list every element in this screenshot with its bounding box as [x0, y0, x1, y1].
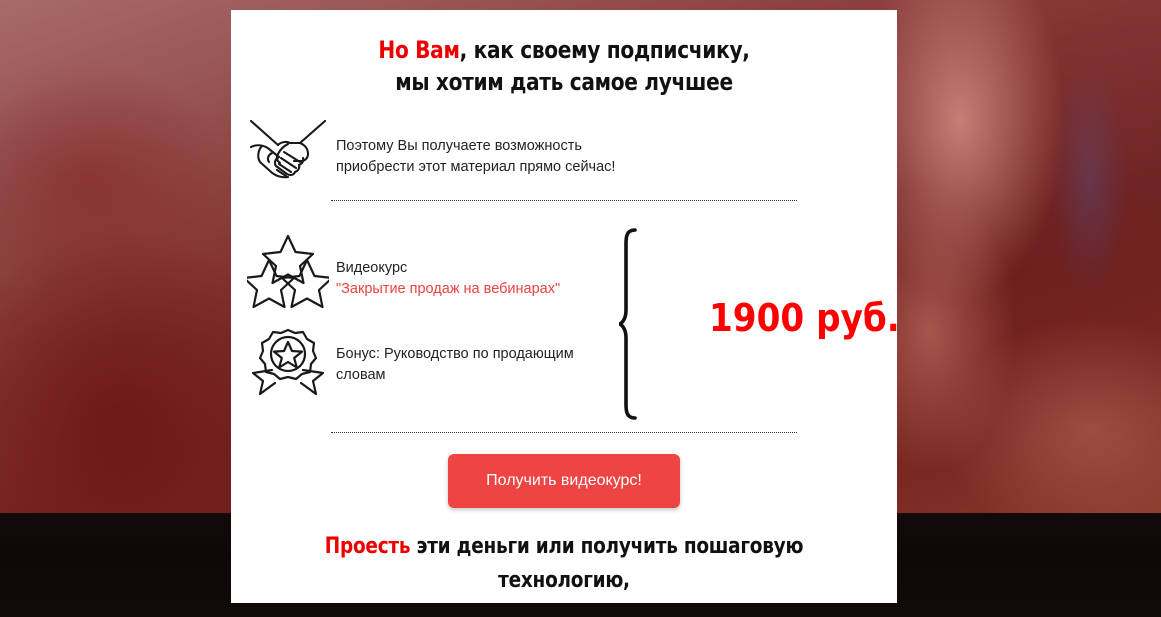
- award-medal-icon: [240, 326, 336, 398]
- three-stars-icon: [240, 232, 336, 310]
- bonus-line-2: словам: [336, 367, 386, 383]
- videocourse-label: Видеокурс: [336, 260, 408, 276]
- get-videocourse-button[interactable]: Получить видеокурс!: [448, 454, 680, 508]
- footer-red-word: Проесть: [324, 534, 411, 559]
- offer-card: Но Вам, как своему подписчику, мы хотим …: [231, 10, 897, 603]
- footer-title: Проесть эти деньги или получить пошагову…: [284, 530, 843, 598]
- handshake-icon: [240, 114, 336, 184]
- offer-row-videocourse-text: Видеокурс "Закрытие продаж на вебинарах": [336, 232, 560, 300]
- divider-bottom: [331, 432, 797, 433]
- availability-line-2: приобрести этот материал прямо сейчас!: [336, 159, 616, 175]
- offer-row-availability-text: Поэтому Вы получаете возможность приобре…: [336, 114, 615, 178]
- footer-block: Проесть эти деньги или получить пошагову…: [231, 530, 897, 598]
- offer-row-bonus-text: Бонус: Руководство по продающим словам: [336, 326, 574, 386]
- offer-row-availability: Поэтому Вы получаете возможность приобре…: [240, 114, 615, 184]
- price-amount: 1900 руб.: [709, 296, 897, 340]
- offer-row-bonus: Бонус: Руководство по продающим словам: [240, 326, 574, 398]
- headline-red-part: Но Вам: [378, 36, 460, 64]
- availability-line-1: Поэтому Вы получаете возможность: [336, 138, 582, 154]
- divider-top: [331, 200, 797, 201]
- page-title: Но Вам, как своему подписчику, мы хотим …: [284, 10, 843, 98]
- price-brace-icon: [618, 228, 649, 425]
- cta-container: Получить видеокурс!: [231, 454, 897, 508]
- offer-row-videocourse: Видеокурс "Закрытие продаж на вебинарах": [240, 232, 560, 310]
- videocourse-title: "Закрытие продаж на вебинарах": [336, 281, 561, 297]
- headline-rest-part: , как своему подписчику,: [459, 36, 750, 64]
- footer-line-2: технологию,: [498, 568, 630, 593]
- bonus-line-1: Бонус: Руководство по продающим: [336, 346, 574, 362]
- headline-line-2: мы хотим дать самое лучшее: [395, 68, 733, 96]
- footer-rest: эти деньги или получить пошаговую: [410, 534, 804, 559]
